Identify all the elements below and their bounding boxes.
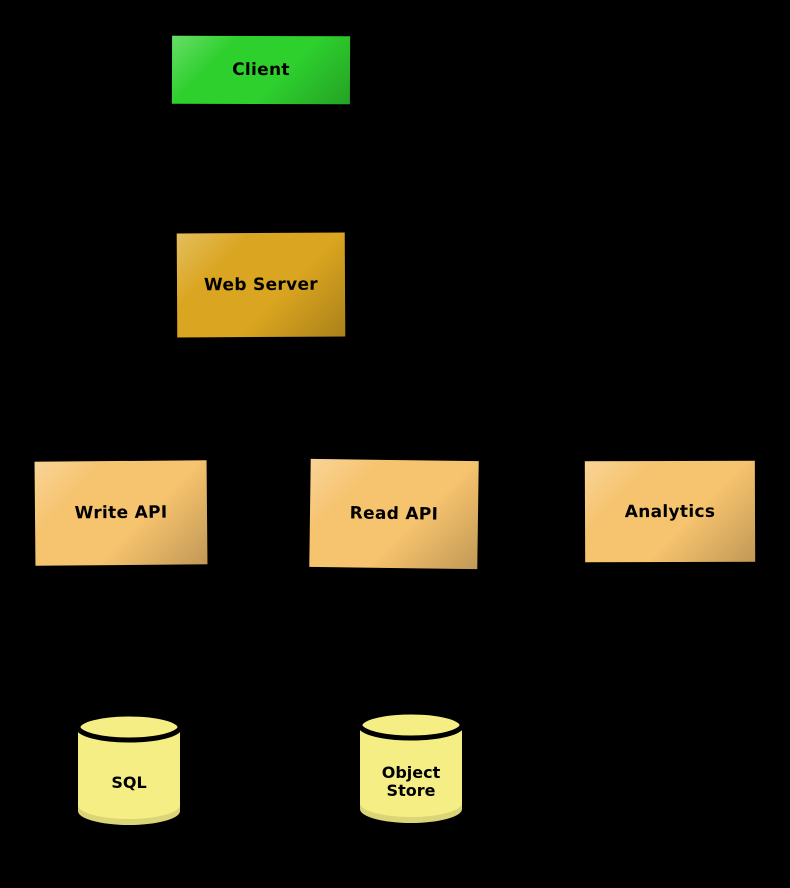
node-analytics-label: Analytics	[624, 501, 716, 522]
node-write-api-label: Write API	[74, 502, 168, 524]
database-cylinder-icon	[75, 711, 183, 825]
node-read-api-label: Read API	[349, 503, 439, 525]
node-analytics: Analytics	[584, 460, 756, 563]
node-client: Client	[171, 35, 351, 105]
node-web-server-label: Web Server	[203, 274, 319, 296]
database-cylinder-icon	[357, 709, 465, 823]
node-object-store: Object Store	[357, 708, 465, 826]
node-web-server: Web Server	[176, 232, 346, 338]
node-object-store-label: Object Store	[381, 762, 441, 800]
node-read-api: Read API	[309, 458, 479, 570]
node-sql-database-label: SQL	[111, 772, 147, 792]
node-sql-database: SQL	[75, 710, 183, 826]
node-client-label: Client	[232, 59, 290, 81]
node-write-api: Write API	[34, 460, 208, 566]
